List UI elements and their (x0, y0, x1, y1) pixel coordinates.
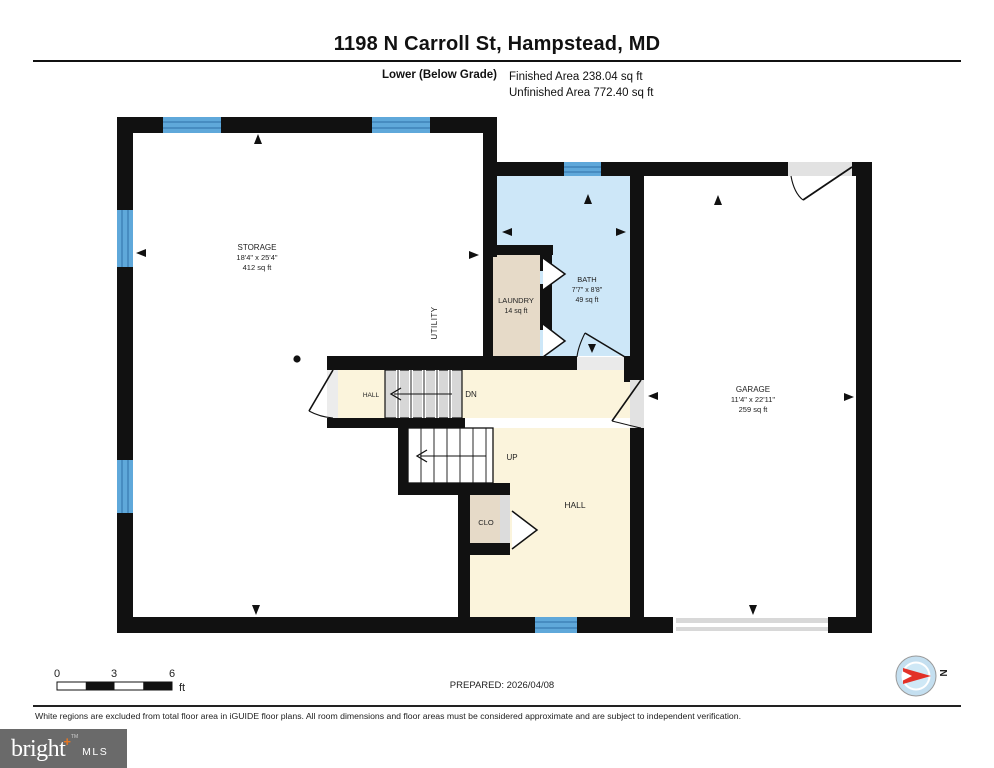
bath-door-swing (576, 332, 631, 370)
camera-point (293, 355, 301, 363)
storage-dims: 18'4" x 25'4" (236, 253, 277, 262)
laundry-bifold-door (542, 257, 567, 358)
bright-mls-logo: bright + TM MLS (0, 729, 127, 768)
compass-icon: N (895, 655, 948, 697)
logo-wordmark: bright (11, 735, 66, 762)
brand-bar: bright + TM MLS (0, 729, 994, 768)
laundry-label: LAUNDRY (498, 296, 534, 305)
laundry-floor (493, 255, 540, 356)
window (564, 162, 601, 176)
closet-bifold-door (511, 510, 539, 550)
garage-label: GARAGE (736, 385, 770, 394)
laundry-area: 14 sq ft (505, 308, 528, 315)
closet-label: CLO (478, 518, 494, 527)
stairs-down (384, 369, 463, 419)
scale-unit: ft (179, 682, 185, 694)
storage-label: STORAGE (238, 243, 277, 252)
hall-floor-upper (338, 370, 630, 418)
garage-dims: 11'4" x 22'11" (731, 395, 776, 404)
garage-entry-door-swing (788, 162, 853, 201)
room-labels: STORAGE 18'4" x 25'4" 412 sq ft BATH 7'7… (236, 243, 775, 527)
logo-mls-text: MLS (82, 745, 109, 758)
hall-small-label: HALL (363, 392, 380, 399)
scale-tick-3: 3 (111, 668, 117, 680)
garage-overhead-door (673, 617, 828, 633)
stairs-up (407, 427, 494, 484)
window (535, 617, 577, 633)
garage-area: 259 sq ft (739, 405, 769, 414)
window (117, 210, 133, 267)
window (117, 460, 133, 513)
compass-north-label: N (937, 669, 948, 676)
window (163, 117, 221, 133)
utility-label: UTILITY (430, 306, 439, 339)
closet (470, 495, 510, 543)
closet-door-gap (500, 495, 510, 543)
closet-floor (470, 495, 500, 543)
hall-label: HALL (564, 500, 586, 510)
hall-garage-door-swing (611, 379, 644, 429)
stairs-up-label: UP (506, 453, 517, 462)
direction-arrows (136, 134, 854, 615)
windows (117, 117, 601, 633)
storage-hall-door-swing (308, 369, 338, 419)
scale-tick-6: 6 (169, 668, 175, 680)
page-title: 1198 N Carroll St, Hampstead, MD (333, 33, 661, 55)
area-summary: Finished Area 238.04 sq ft Unfinished Ar… (509, 69, 654, 101)
doors (308, 162, 853, 633)
bath-label: BATH (577, 275, 596, 284)
footer-divider (33, 705, 961, 707)
scale-bar: 0 3 6 ft (54, 668, 185, 694)
logo-plus-icon: + (63, 734, 71, 749)
floor-level-label: Lower (Below Grade) (381, 69, 497, 81)
bath-area: 49 sq ft (576, 297, 599, 304)
disclaimer-text: White regions are excluded from total fl… (35, 711, 741, 721)
bath-dims: 7'7" x 8'8" (572, 287, 603, 294)
stairs-down-label: DN (465, 390, 477, 399)
storage-area: 412 sq ft (243, 263, 273, 272)
finished-area: Finished Area 238.04 sq ft (509, 71, 643, 83)
unfinished-area: Unfinished Area 772.40 sq ft (509, 87, 654, 99)
prepared-date: PREPARED: 2026/04/08 (450, 680, 554, 691)
logo-trademark: TM (70, 733, 79, 740)
floorplan-drawing: STORAGE 18'4" x 25'4" 412 sq ft BATH 7'7… (54, 117, 948, 697)
window (372, 117, 430, 133)
title-divider (33, 60, 961, 62)
scale-tick-0: 0 (54, 668, 60, 680)
